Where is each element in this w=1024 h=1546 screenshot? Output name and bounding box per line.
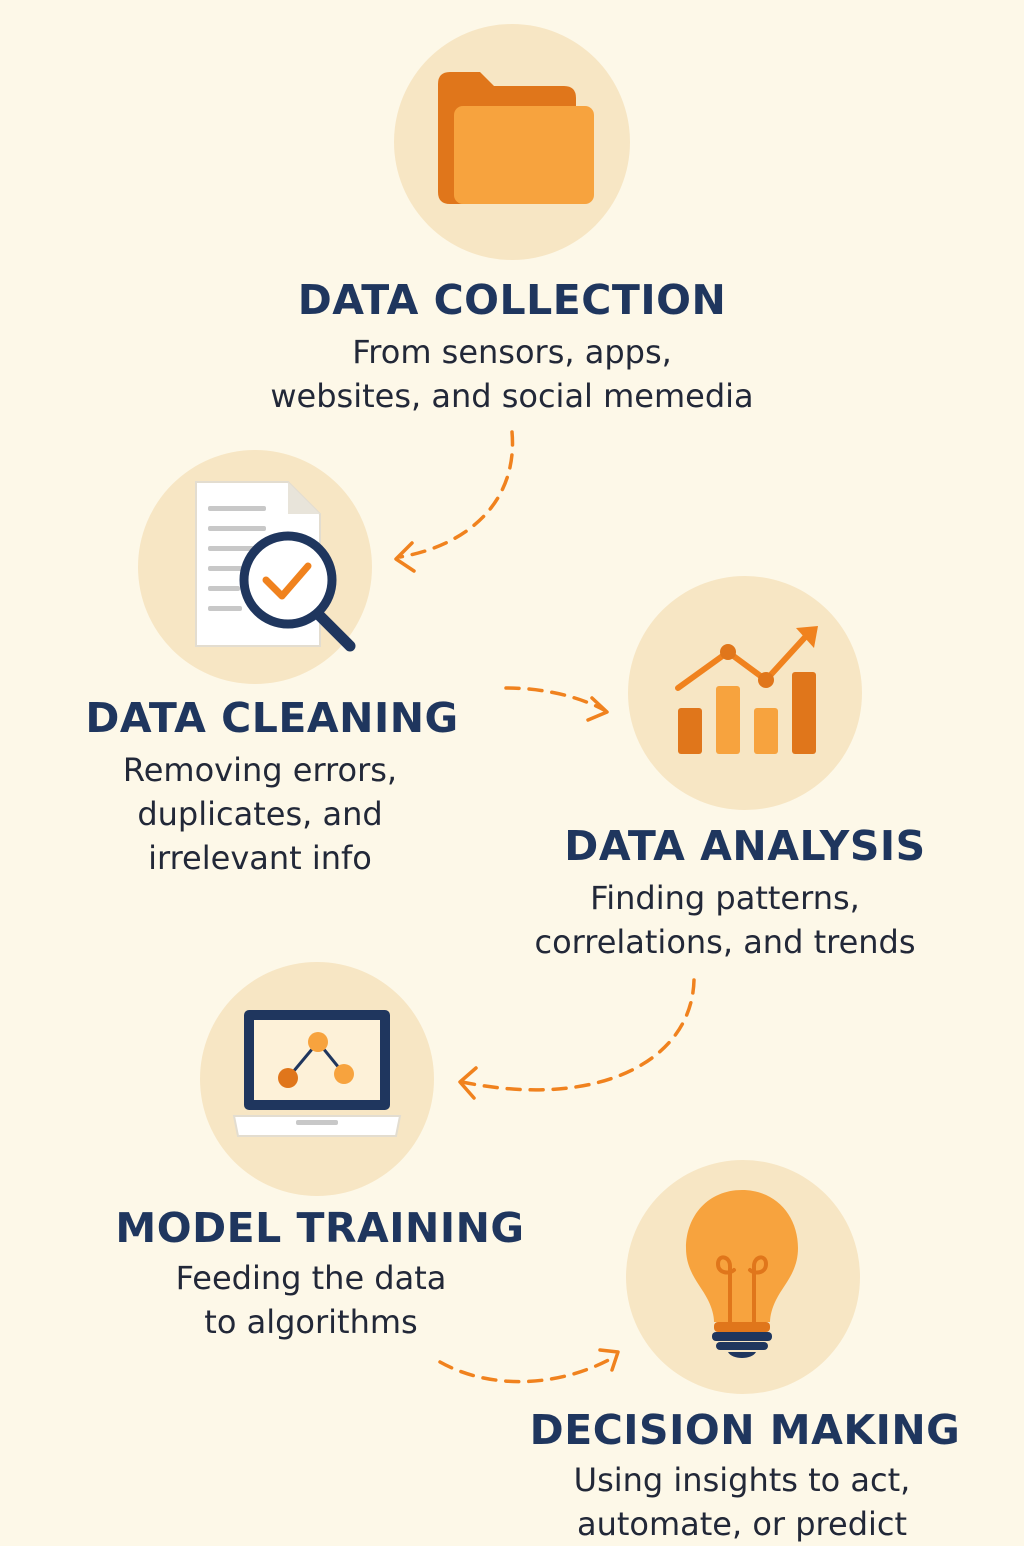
step-cleaning-description-line: Removing errors,: [122, 751, 398, 789]
step-training-title: MODEL TRAINING: [115, 1204, 525, 1252]
arrow-cleaning-to-analysis-head: [586, 696, 609, 722]
arrow-analysis-to-training-head: [458, 1066, 478, 1100]
step-collection-title: DATA COLLECTION: [297, 276, 727, 324]
lightbulb-icon: [686, 1190, 798, 1358]
step-collection-description: From sensors, apps, websites, and social…: [212, 330, 812, 418]
folder-icon: [438, 72, 594, 204]
arrow-collection-to-cleaning: [398, 430, 515, 559]
step-analysis-description-line: Finding patterns,: [590, 879, 860, 917]
step-cleaning-description-line: duplicates, and: [137, 795, 383, 833]
arrow-cleaning-to-analysis: [504, 686, 606, 712]
step-analysis-description: Finding patterns, correlations, and tren…: [505, 876, 945, 964]
step-training-description-line: Feeding the data: [175, 1259, 447, 1297]
step-decision-title: DECISION MAKING: [529, 1406, 961, 1454]
document-magnifier-icon: [195, 481, 356, 652]
step-training-description: Feeding the data to algorithms: [126, 1256, 496, 1344]
arrow-analysis-to-training: [460, 978, 696, 1092]
bar-chart-icon: [675, 626, 818, 754]
step-training-icon-circle: [200, 962, 434, 1196]
arrow-training-to-decision-head: [598, 1348, 620, 1372]
step-cleaning-description-line: irrelevant info: [148, 839, 372, 877]
step-cleaning-title: DATA CLEANING: [85, 694, 459, 742]
step-training-description-line: to algorithms: [204, 1303, 418, 1341]
step-collection-icon-circle: [394, 24, 630, 260]
step-analysis-description-line: correlations, and trends: [534, 923, 916, 961]
arrow-training-to-decision: [438, 1354, 618, 1384]
step-decision-description-line: Using insights to act,: [573, 1461, 911, 1499]
step-analysis-title: DATA ANALYSIS: [564, 822, 926, 870]
step-decision-description-line: automate, or predict: [576, 1505, 908, 1543]
step-cleaning-description: Removing errors, duplicates, and irrelev…: [70, 748, 450, 880]
step-decision-description: Using insights to act, automate, or pred…: [532, 1458, 952, 1546]
step-decision-icon-circle: [626, 1160, 860, 1394]
step-cleaning-icon-circle: [138, 450, 372, 684]
step-collection-description-line: websites, and social memedia: [270, 377, 754, 415]
step-collection-description-line: From sensors, apps,: [352, 333, 672, 371]
arrow-collection-to-cleaning-head: [394, 541, 416, 573]
laptop-network-icon: [232, 1010, 402, 1137]
step-analysis-icon-circle: [628, 576, 862, 810]
